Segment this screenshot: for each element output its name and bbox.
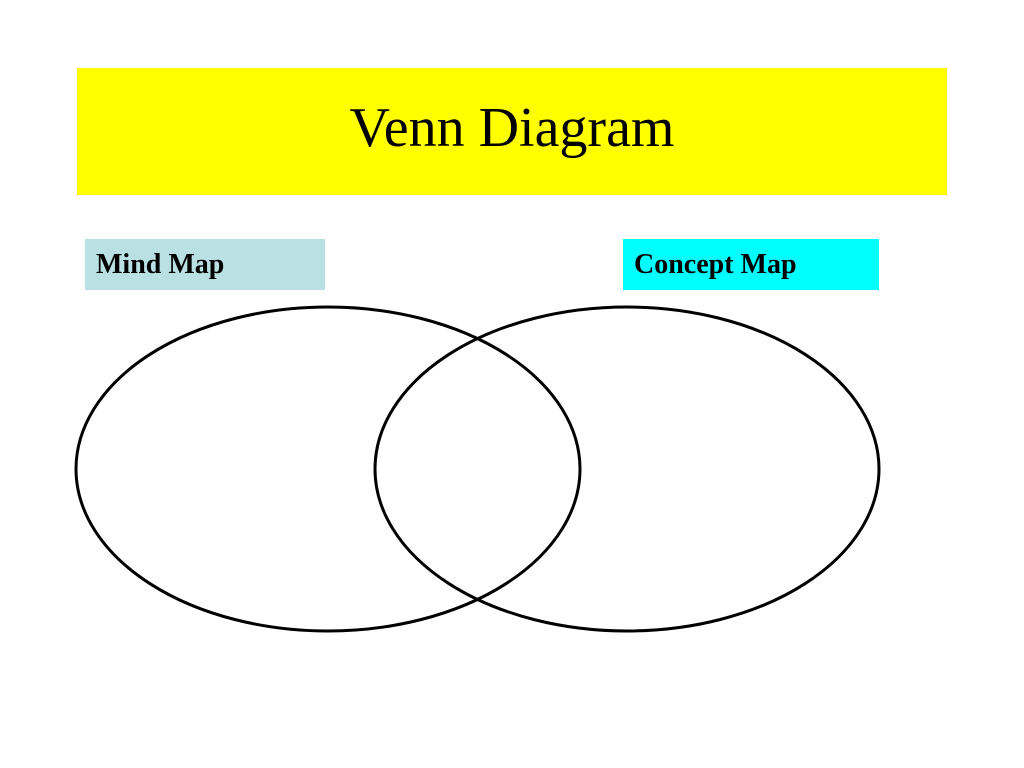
set-label-left: Mind Map bbox=[85, 239, 325, 290]
title-banner: Venn Diagram bbox=[77, 68, 947, 195]
venn-ellipse-right bbox=[373, 305, 881, 633]
page-title: Venn Diagram bbox=[349, 96, 675, 159]
venn-ellipse-left bbox=[74, 305, 582, 633]
set-label-right: Concept Map bbox=[623, 239, 879, 290]
